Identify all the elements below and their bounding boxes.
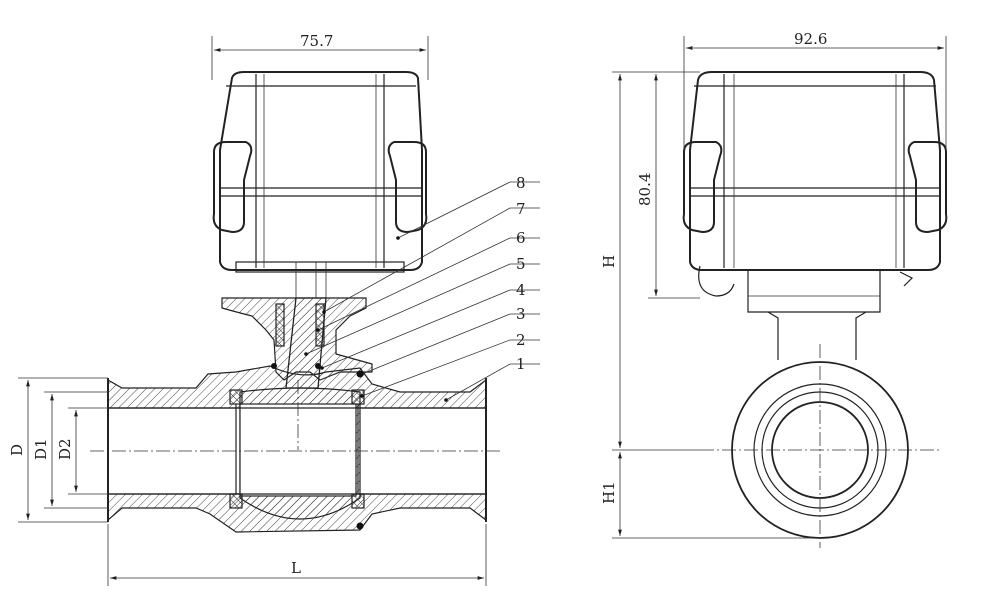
length-label: L: [291, 559, 301, 577]
callout-4: 4: [516, 281, 526, 299]
front-width-value: 75.7: [300, 32, 333, 50]
part-callout-leaders: [304, 181, 540, 402]
callout-2: 2: [516, 331, 526, 349]
side-actuator-housing: [682, 71, 948, 313]
diameter-2-label: D2: [56, 438, 74, 460]
dimension-actuator-height: 80.4: [636, 71, 700, 299]
dimension-length: L: [107, 524, 487, 586]
side-valve-body: [700, 344, 940, 548]
callout-5: 5: [516, 255, 526, 273]
side-width-value: 92.6: [794, 30, 827, 48]
dimension-diameters: D D1 D2: [8, 377, 108, 523]
front-view: 8 7 6 5 4 3 2 1 75.7 L: [8, 32, 540, 586]
callout-3: 3: [516, 305, 526, 323]
callout-7: 7: [516, 200, 526, 218]
dimension-overall-height: H H1: [600, 71, 820, 539]
side-view: 92.6 80.4 H H1: [600, 30, 948, 548]
side-valve-neck: [767, 311, 867, 360]
callout-6: 6: [516, 229, 526, 247]
dimension-side-width: 92.6: [683, 30, 947, 150]
front-valve-body: [90, 297, 500, 533]
lower-height-label: H1: [600, 481, 618, 504]
actuator-height-value: 80.4: [636, 173, 654, 206]
diameter-1-label: D1: [32, 438, 50, 460]
callout-1: 1: [516, 355, 526, 373]
callout-8: 8: [516, 174, 526, 192]
part-callout-labels: 8 7 6 5 4 3 2 1: [516, 174, 526, 373]
outer-diameter-label: D: [8, 444, 26, 456]
overall-height-label: H: [600, 255, 618, 268]
front-actuator-housing: [212, 71, 428, 298]
dimension-front-width: 75.7: [211, 32, 429, 80]
